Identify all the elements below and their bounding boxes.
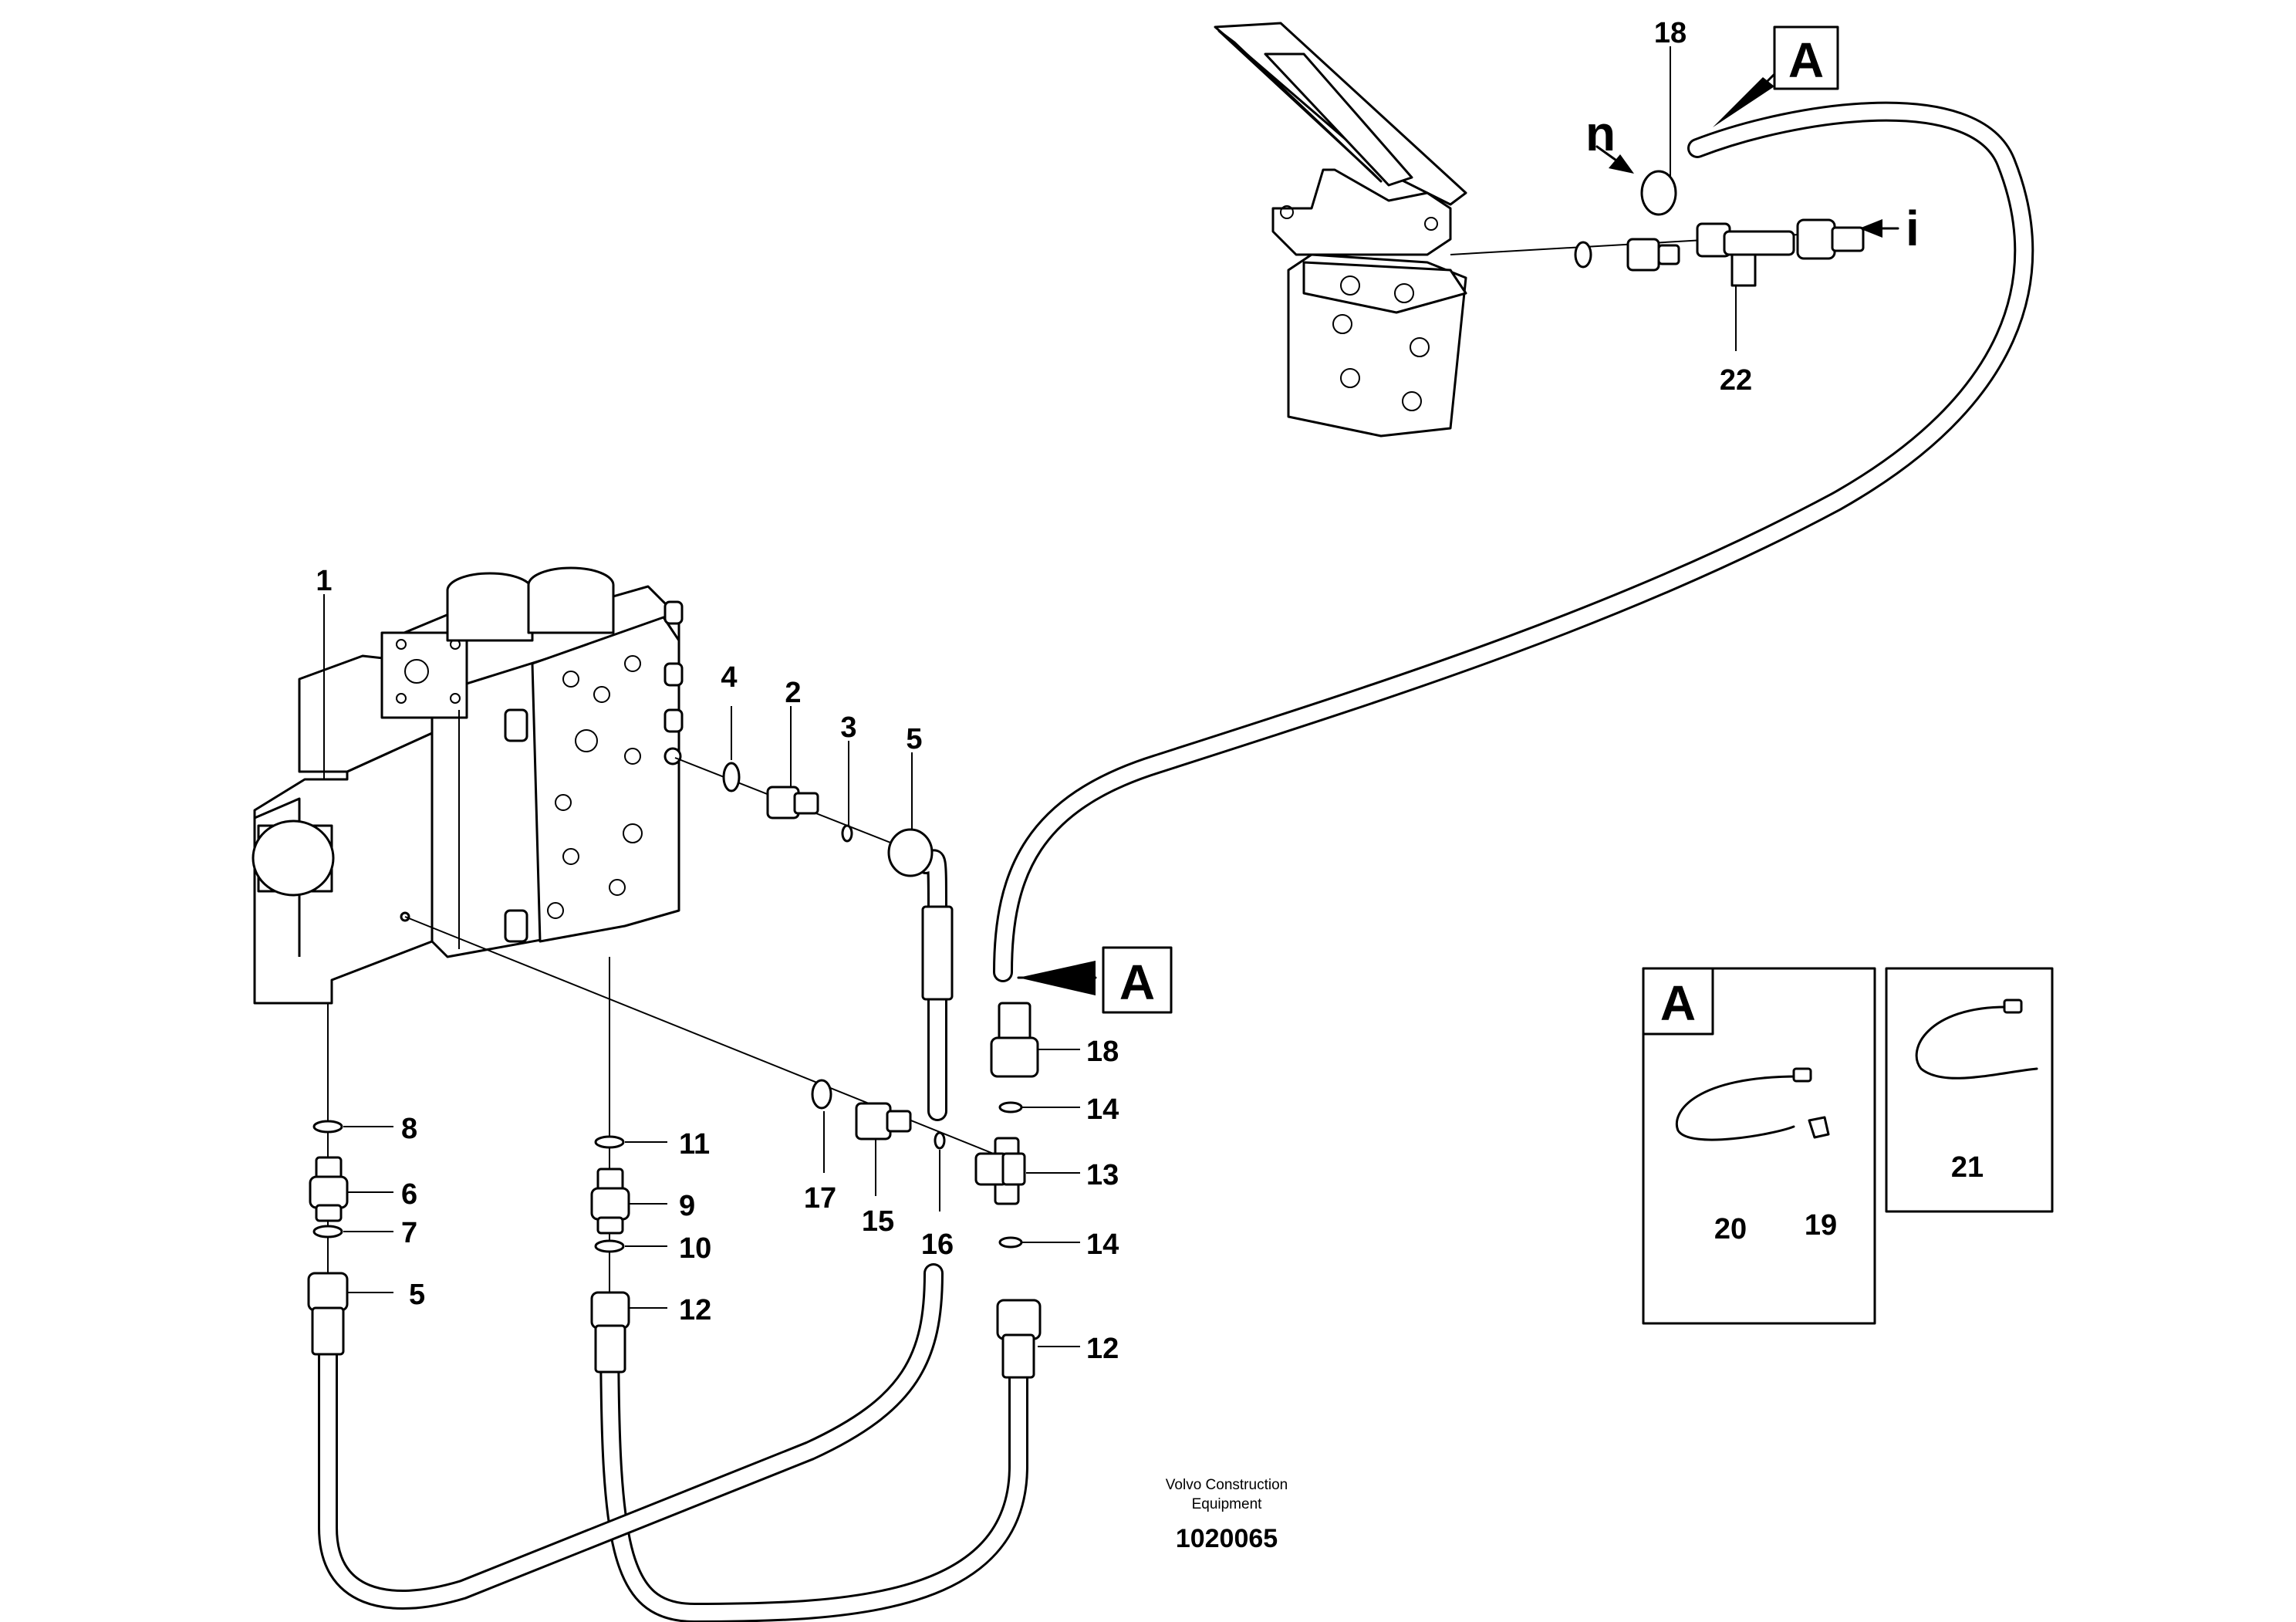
label-3: 3 — [840, 711, 856, 744]
label-8: 8 — [401, 1113, 417, 1145]
callout-A-top: A — [1788, 32, 1824, 88]
label-7: 7 — [401, 1217, 417, 1249]
drawing-number: 1020065 — [1176, 1524, 1278, 1553]
hose-5-upper — [916, 849, 954, 1121]
detail-box-A — [1642, 967, 1876, 1325]
label-18-top: 18 — [1654, 17, 1687, 49]
hose-12-right — [599, 1302, 1028, 1622]
label-21: 21 — [1951, 1151, 1984, 1184]
label-9: 9 — [679, 1190, 695, 1222]
callout-arrow-mid — [1017, 946, 1173, 1014]
valve-block — [252, 566, 684, 1005]
fittings — [307, 170, 1865, 1379]
hose-long-A — [993, 101, 2034, 982]
drawing-footer: Volvo Construction Equipment 1020065 — [1166, 1477, 1288, 1553]
label-5-upper: 5 — [906, 723, 922, 755]
number-leaders — [323, 46, 1968, 1347]
maker-line-1: Volvo Construction — [1166, 1477, 1288, 1493]
label-17: 17 — [804, 1182, 836, 1215]
callout-arrow-top — [1713, 25, 1839, 127]
label-i: i — [1906, 201, 1920, 256]
label-5-lower: 5 — [409, 1279, 425, 1311]
label-1: 1 — [316, 565, 332, 597]
arrow-i — [1859, 219, 1899, 238]
label-12-mid: 12 — [679, 1294, 711, 1326]
label-2: 2 — [785, 677, 801, 709]
hose-5-bottom — [318, 1263, 944, 1610]
brake-pedal — [1214, 22, 1467, 438]
label-11: 11 — [679, 1128, 710, 1161]
label-10: 10 — [679, 1232, 711, 1265]
label-22: 22 — [1720, 364, 1752, 397]
label-16: 16 — [921, 1228, 954, 1261]
arrow-n — [1595, 145, 1634, 174]
callout-letters: A A A — [1119, 32, 1824, 1031]
detail-box-2 — [1885, 967, 2054, 1213]
label-13: 13 — [1086, 1159, 1119, 1191]
callout-A-detail: A — [1660, 975, 1696, 1031]
label-15: 15 — [862, 1205, 894, 1238]
label-14-upper: 14 — [1086, 1093, 1119, 1126]
callout-A-mid: A — [1119, 955, 1155, 1010]
label-4: 4 — [721, 661, 737, 694]
label-12-right: 12 — [1086, 1333, 1119, 1365]
label-20: 20 — [1714, 1213, 1747, 1245]
label-14-lower: 14 — [1086, 1228, 1119, 1261]
label-n: n — [1585, 106, 1616, 161]
label-19: 19 — [1805, 1209, 1837, 1242]
label-6: 6 — [401, 1178, 417, 1211]
maker-line-2: Equipment — [1192, 1496, 1263, 1512]
part-numbers: 1 2 3 4 5 5 6 7 8 9 10 11 12 12 13 14 14… — [316, 17, 1984, 1365]
label-18-lower: 18 — [1086, 1036, 1119, 1068]
